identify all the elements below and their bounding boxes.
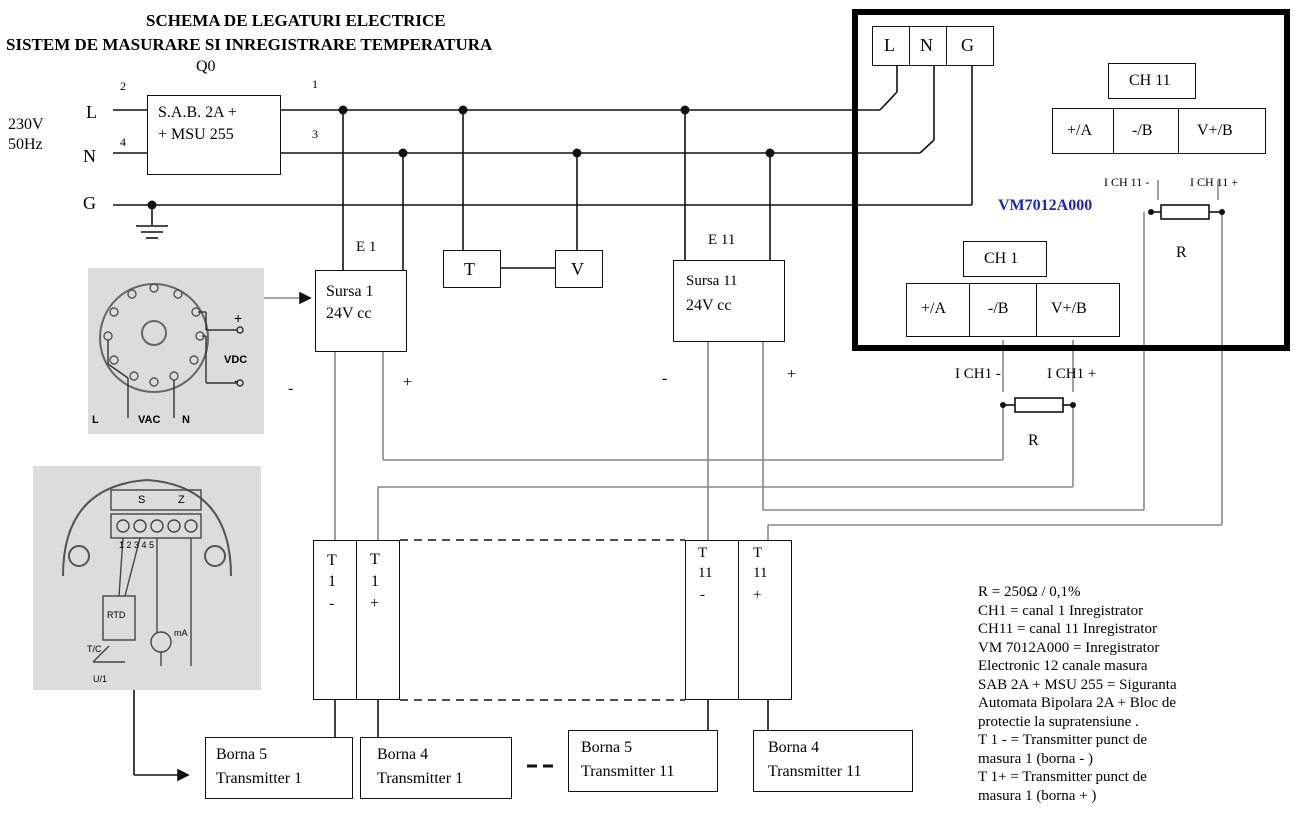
transmitter-pins-label: 1 2 3 4 5: [119, 540, 155, 550]
transmitter-head-drawing: [62, 478, 232, 666]
pin-4: 4: [120, 135, 126, 149]
frequency-label: 50Hz: [8, 136, 43, 153]
terminal-t1-minus: T 1 -: [313, 540, 357, 700]
legend-line: R = 250Ω / 0,1%: [978, 584, 1081, 600]
supply11-plus: +: [787, 366, 797, 383]
recorder-terminal-n: N: [909, 26, 947, 66]
relay-l-label: L: [92, 414, 99, 426]
pin-1: 1: [312, 77, 318, 91]
borna-4-transmitter-1: Borna 4 Transmitter 1: [360, 737, 512, 799]
borna-5-transmitter-1: Borna 5 Transmitter 1: [205, 737, 353, 799]
legend-line: Electronic 12 canale masura: [978, 658, 1148, 674]
ch11-terminal-plus-a: +/A: [1052, 108, 1114, 154]
legend-line: VM 7012A000 = Inregistrator: [978, 639, 1160, 656]
supply1-minus: -: [288, 380, 294, 397]
terminal-t11-minus: T 11 -: [685, 540, 739, 700]
legend-line: T 1 - = Transmitter punct de: [978, 732, 1148, 748]
resistor-ch1: [1014, 397, 1064, 413]
ch1-resistor-label: R: [1028, 432, 1039, 449]
transmitter-rtd-label: RTD: [107, 610, 126, 620]
borna-4-transmitter-11: Borna 4 Transmitter 11: [753, 730, 913, 792]
legend-line: masura 1 (borna + ): [978, 787, 1097, 804]
supply1-box: Sursa 1 24V cc: [315, 270, 407, 352]
supply1-tag: E 1: [356, 239, 377, 255]
meter-t: T: [443, 250, 501, 288]
transmitter-ma-label: mA: [174, 628, 188, 638]
ch1-plus-label: I CH1 +: [1047, 366, 1097, 382]
legend-line: T 1+ = Transmitter punct de: [978, 769, 1147, 785]
legend-line: CH1 = canal 1 Inregistrator: [978, 602, 1144, 619]
pin-2: 2: [120, 79, 126, 93]
ch1-terminal-plus-a: +/A: [906, 283, 970, 337]
breaker-id: Q0: [196, 58, 216, 75]
ch11-terminal-vplus-b: V+/B: [1178, 108, 1266, 154]
legend-line: Automata Bipolara 2A + Bloc de: [978, 695, 1177, 711]
supply11-box: Sursa 11 24V cc: [673, 260, 785, 342]
title-line-1: SCHEMA DE LEGATURI ELECTRICE: [146, 11, 446, 30]
legend-line: CH11 = canal 11 Inregistrator: [978, 621, 1157, 637]
breaker-line-2: + MSU 255: [158, 126, 234, 143]
relay-socket-drawing: [99, 283, 244, 418]
relay-vdc-plus: +: [234, 310, 243, 326]
recorder-model: VM7012A000: [998, 197, 1093, 214]
recorder-terminal-g: G: [946, 26, 994, 66]
ch11-minus-label: I CH 11 -: [1104, 175, 1150, 189]
legend-line: masura 1 (borna - ): [978, 750, 1093, 767]
recorder-terminal-l: L: [872, 26, 910, 66]
ch1-terminal-minus-b: -/B: [969, 283, 1037, 337]
ch11-terminal-minus-b: -/B: [1113, 108, 1179, 154]
legend-line: SAB 2A + MSU 255 = Siguranta: [978, 676, 1177, 693]
breaker-box: S.A.B. 2A + + MSU 255: [147, 95, 281, 175]
supply1-plus: +: [403, 374, 413, 391]
ch11-resistor-label: R: [1176, 244, 1187, 261]
relay-vac-label: VAC: [138, 414, 161, 426]
terminal-t1-plus: T 1 +: [356, 540, 400, 700]
voltage-label: 230V: [8, 116, 44, 133]
ch1-label-box: CH 1: [963, 241, 1047, 277]
borna-5-transmitter-11: Borna 5 Transmitter 11: [568, 730, 718, 792]
supply11-tag: E 11: [708, 232, 736, 248]
terminal-t11-plus: T 11 +: [738, 540, 792, 700]
transmitter-u1-label: U/1: [93, 674, 108, 684]
line-g-label: G: [83, 193, 96, 213]
title-line-2: SISTEM DE MASURARE SI INREGISTRARE TEMPE…: [6, 35, 493, 54]
transmitter-tc-label: T/C: [87, 644, 102, 654]
relay-vdc-minus: -: [234, 372, 239, 388]
recorder-frame: [852, 9, 1290, 351]
breaker-line-1: S.A.B. 2A +: [158, 104, 237, 121]
line-l-label: L: [86, 102, 97, 122]
ch11-plus-label: I CH 11 +: [1190, 175, 1238, 189]
ch1-terminal-vplus-b: V+/B: [1036, 283, 1120, 337]
ch1-minus-label: I CH1 -: [955, 366, 1001, 382]
pin-3: 3: [312, 127, 318, 141]
line-n-label: N: [83, 146, 96, 166]
ch11-label-box: CH 11: [1108, 63, 1196, 99]
transmitter-head-photo: S Z 1 2 3 4 5 RTD T/C mA U/1: [33, 466, 261, 690]
relay-socket-photo: + - VDC L VAC N: [88, 268, 264, 434]
relay-n-label: N: [182, 414, 190, 426]
transmitter-s-label: S: [138, 494, 146, 506]
supply11-minus: -: [662, 370, 668, 387]
transmitter-z-label: Z: [178, 494, 185, 506]
legend-line: protectie la supratensiune .: [978, 713, 1139, 730]
meter-v: V: [555, 250, 603, 288]
relay-vdc-label: VDC: [224, 354, 248, 366]
legend: R = 250Ω / 0,1% CH1 = canal 1 Inregistra…: [978, 583, 1295, 805]
